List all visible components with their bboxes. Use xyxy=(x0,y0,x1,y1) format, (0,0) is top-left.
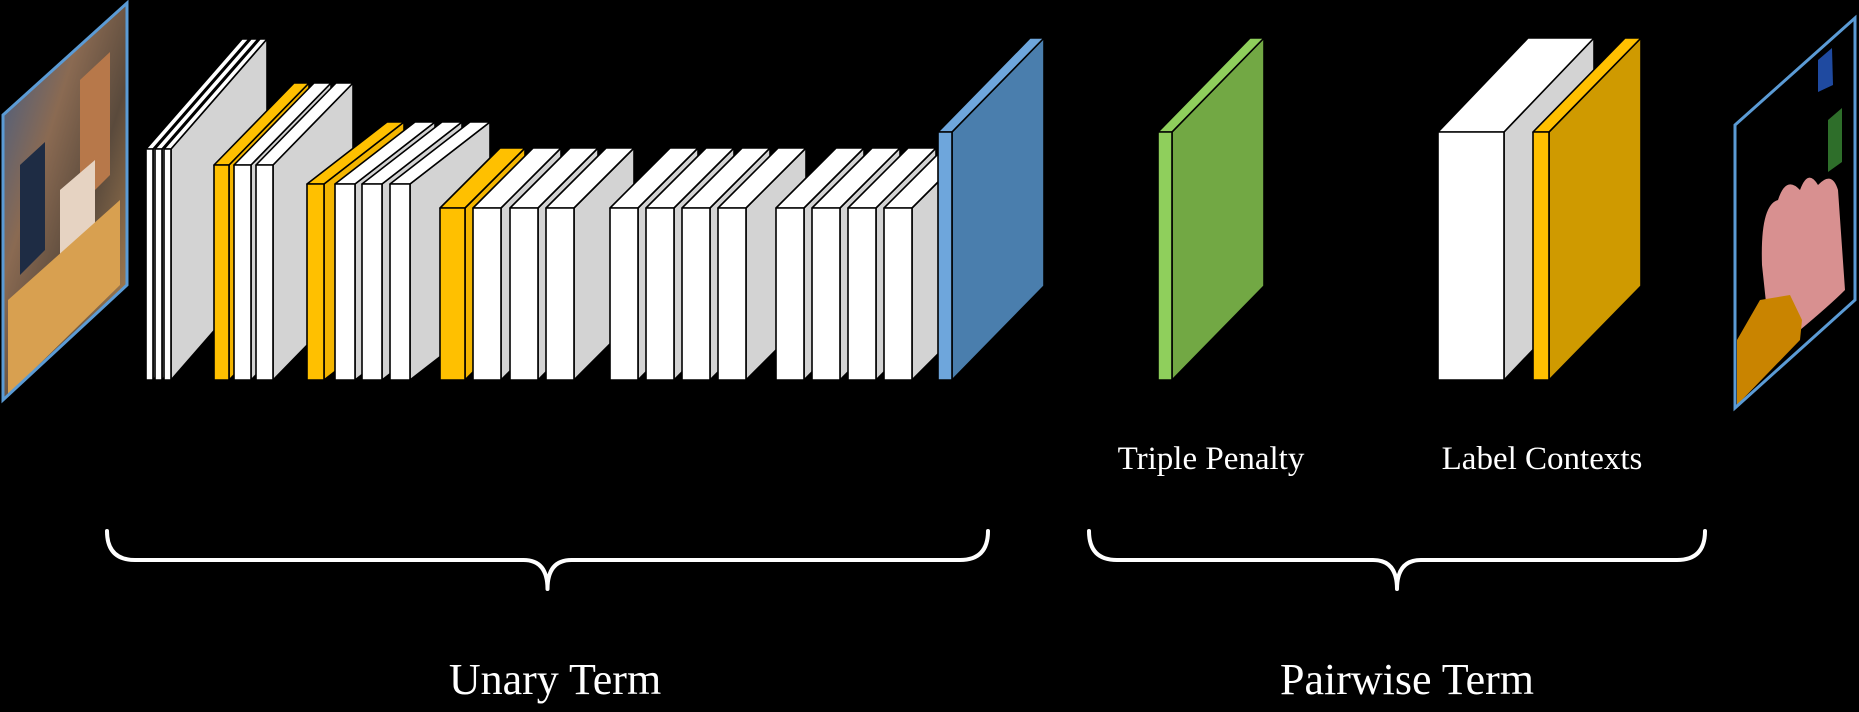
pairwise-term-label: Pairwise Term xyxy=(1280,655,1534,704)
unary-term-label: Unary Term xyxy=(448,655,662,704)
input-image xyxy=(1,0,129,404)
unary-term-brace xyxy=(105,529,990,591)
label-context-output-layer xyxy=(1532,37,1642,381)
layer-blocks xyxy=(145,37,1642,381)
output-segmentation-image xyxy=(1733,14,1857,412)
triple-penalty-label: Triple Penalty xyxy=(1117,441,1305,477)
braces xyxy=(105,529,1707,591)
label-contexts-label: Label Contexts xyxy=(1441,441,1643,477)
pairwise-term-brace xyxy=(1087,529,1707,591)
unary-output-layer xyxy=(937,37,1045,381)
images xyxy=(1,0,1857,412)
triple-penalty-layer xyxy=(1157,37,1265,381)
